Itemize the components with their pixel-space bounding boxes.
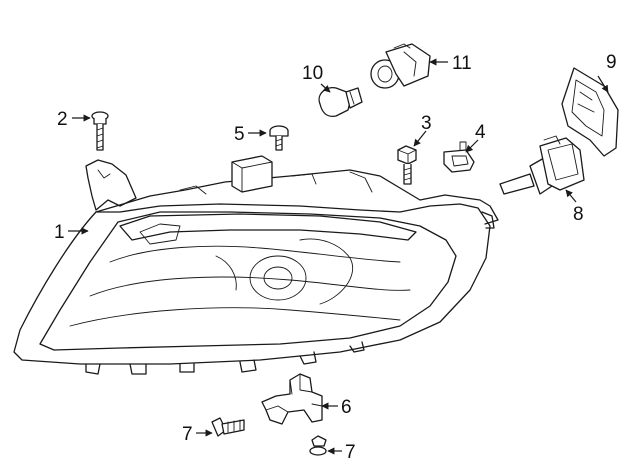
callout-10: 10 xyxy=(302,63,323,84)
callout-7-bottom: 7 xyxy=(345,442,356,463)
socket-part-11 xyxy=(370,43,431,89)
callout-7-left: 7 xyxy=(182,424,193,445)
callout-6: 6 xyxy=(341,397,352,418)
adjuster-connector xyxy=(231,155,273,193)
headlamp-assembly xyxy=(13,159,499,375)
callout-4: 4 xyxy=(475,122,486,143)
callout-2: 2 xyxy=(57,109,68,130)
callout-3: 3 xyxy=(421,113,432,134)
bolt-part-3 xyxy=(397,145,417,185)
callout-1: 1 xyxy=(54,222,65,243)
bulb-part-10 xyxy=(318,87,363,118)
bolt-part-2 xyxy=(91,111,109,151)
screw-part-7-left xyxy=(211,417,245,437)
callout-11: 11 xyxy=(452,53,472,74)
callout-8: 8 xyxy=(573,204,584,225)
callout-5: 5 xyxy=(234,124,245,145)
bracket-part-6 xyxy=(261,373,323,425)
callout-labels: 1 2 3 4 5 6 7 7 8 9 10 11 xyxy=(54,52,617,463)
screw-part-5 xyxy=(269,125,289,151)
leader-lines xyxy=(68,58,609,455)
screw-part-7-bottom xyxy=(309,435,327,456)
callout-9: 9 xyxy=(606,52,617,73)
hid-bulb-part-8 xyxy=(499,135,585,195)
clip-nut-part-4 xyxy=(443,141,475,173)
